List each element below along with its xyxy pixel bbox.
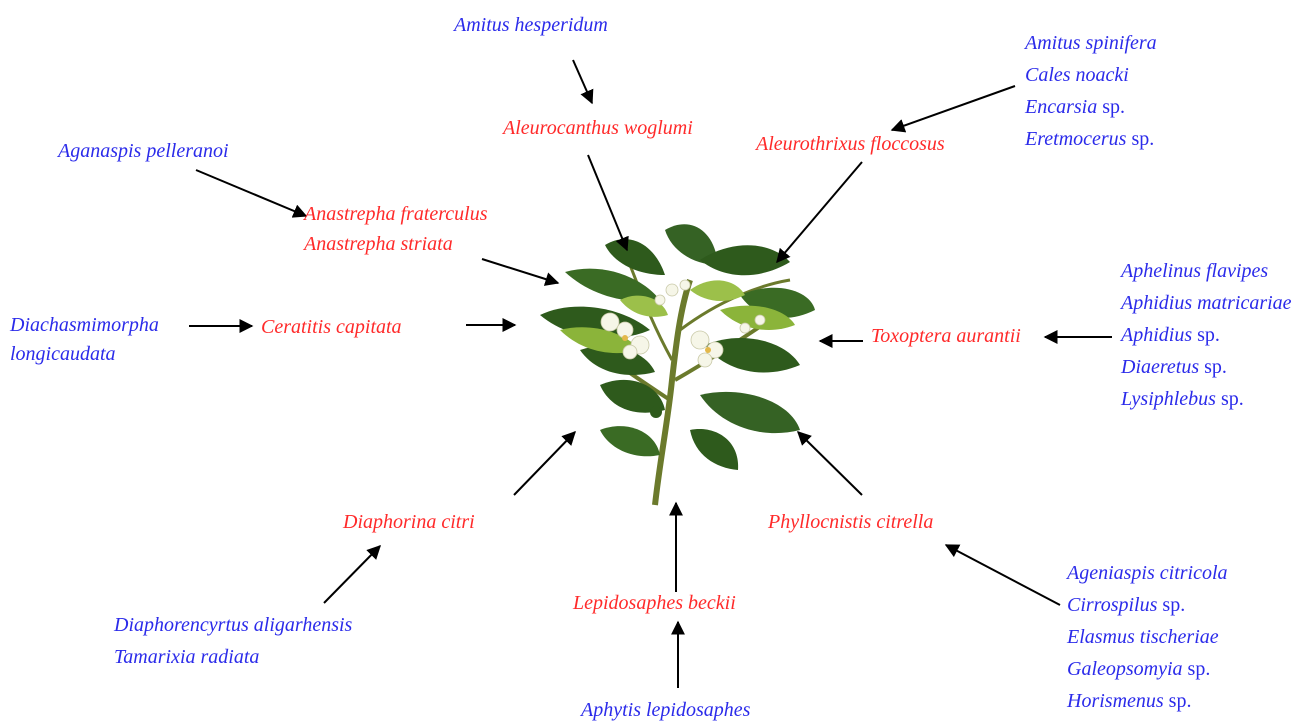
pest-diaphorina-citri: Diaphorina citri bbox=[343, 509, 475, 535]
pest-anastrepha-striata: Anastrepha striata bbox=[304, 231, 453, 257]
arrow-icon bbox=[324, 546, 380, 603]
pest-aleurocanthus-woglumi: Aleurocanthus woglumi bbox=[503, 115, 693, 141]
list-item: Elasmus tischeriae bbox=[1067, 621, 1228, 653]
arrow-icon bbox=[482, 259, 558, 283]
list-item: Ageniaspis citricola bbox=[1067, 557, 1228, 589]
pest-phyllocnistis-citrella: Phyllocnistis citrella bbox=[768, 509, 933, 535]
parasitoid-diachasmimorpha-species: longicaudata bbox=[10, 341, 116, 367]
parasitoid-aganaspis-pelleranoi: Aganaspis pelleranoi bbox=[58, 138, 229, 164]
arrow-icon bbox=[196, 170, 306, 216]
arrow-icon bbox=[573, 60, 592, 103]
pest-toxoptera-aurantii: Toxoptera aurantii bbox=[871, 323, 1021, 349]
list-item: Eretmocerus sp. bbox=[1025, 123, 1157, 155]
arrow-icon bbox=[588, 155, 627, 250]
parasitoid-aphytis-lepidosaphes: Aphytis lepidosaphes bbox=[581, 697, 750, 723]
arrow-icon bbox=[514, 432, 575, 495]
parasitoid-group-toxoptera: Aphelinus flavipes Aphidius matricariae … bbox=[1121, 255, 1292, 415]
parasitoid-amitus-hesperidum: Amitus hesperidum bbox=[454, 12, 608, 38]
pest-lepidosaphes-beckii: Lepidosaphes beckii bbox=[573, 590, 736, 616]
pest-anastrepha-fraterculus: Anastrepha fraterculus bbox=[304, 201, 488, 227]
pest-aleurothrixus-floccosus: Aleurothrixus floccosus bbox=[756, 131, 945, 157]
list-item: Diaeretus sp. bbox=[1121, 351, 1292, 383]
list-item: Lysiphlebus sp. bbox=[1121, 383, 1292, 415]
list-item: Cirrospilus sp. bbox=[1067, 589, 1228, 621]
list-item: Amitus spinifera bbox=[1025, 27, 1157, 59]
list-item: Galeopsomyia sp. bbox=[1067, 653, 1228, 685]
list-item: Horismenus sp. bbox=[1067, 685, 1228, 717]
parasitoid-group-diaphorina: Diaphorencyrtus aligarhensis Tamarixia r… bbox=[114, 609, 352, 673]
list-item: Tamarixia radiata bbox=[114, 641, 352, 673]
list-item: Cales noacki bbox=[1025, 59, 1157, 91]
parasitoid-group-floccosus: Amitus spinifera Cales noacki Encarsia s… bbox=[1025, 27, 1157, 155]
arrow-icon bbox=[777, 162, 862, 262]
arrow-icon bbox=[892, 86, 1015, 130]
list-item: Aphidius matricariae bbox=[1121, 287, 1292, 319]
arrow-icon bbox=[946, 545, 1060, 605]
list-item: Aphidius sp. bbox=[1121, 319, 1292, 351]
parasitoid-diachasmimorpha: Diachasmimorpha bbox=[10, 312, 159, 338]
list-item: Aphelinus flavipes bbox=[1121, 255, 1292, 287]
pest-ceratitis-capitata: Ceratitis capitata bbox=[261, 314, 402, 340]
citrus-plant-illustration bbox=[540, 224, 815, 505]
parasitoid-group-phyllocnistis: Ageniaspis citricola Cirrospilus sp. Ela… bbox=[1067, 557, 1228, 717]
list-item: Diaphorencyrtus aligarhensis bbox=[114, 609, 352, 641]
arrow-icon bbox=[798, 432, 862, 495]
list-item: Encarsia sp. bbox=[1025, 91, 1157, 123]
